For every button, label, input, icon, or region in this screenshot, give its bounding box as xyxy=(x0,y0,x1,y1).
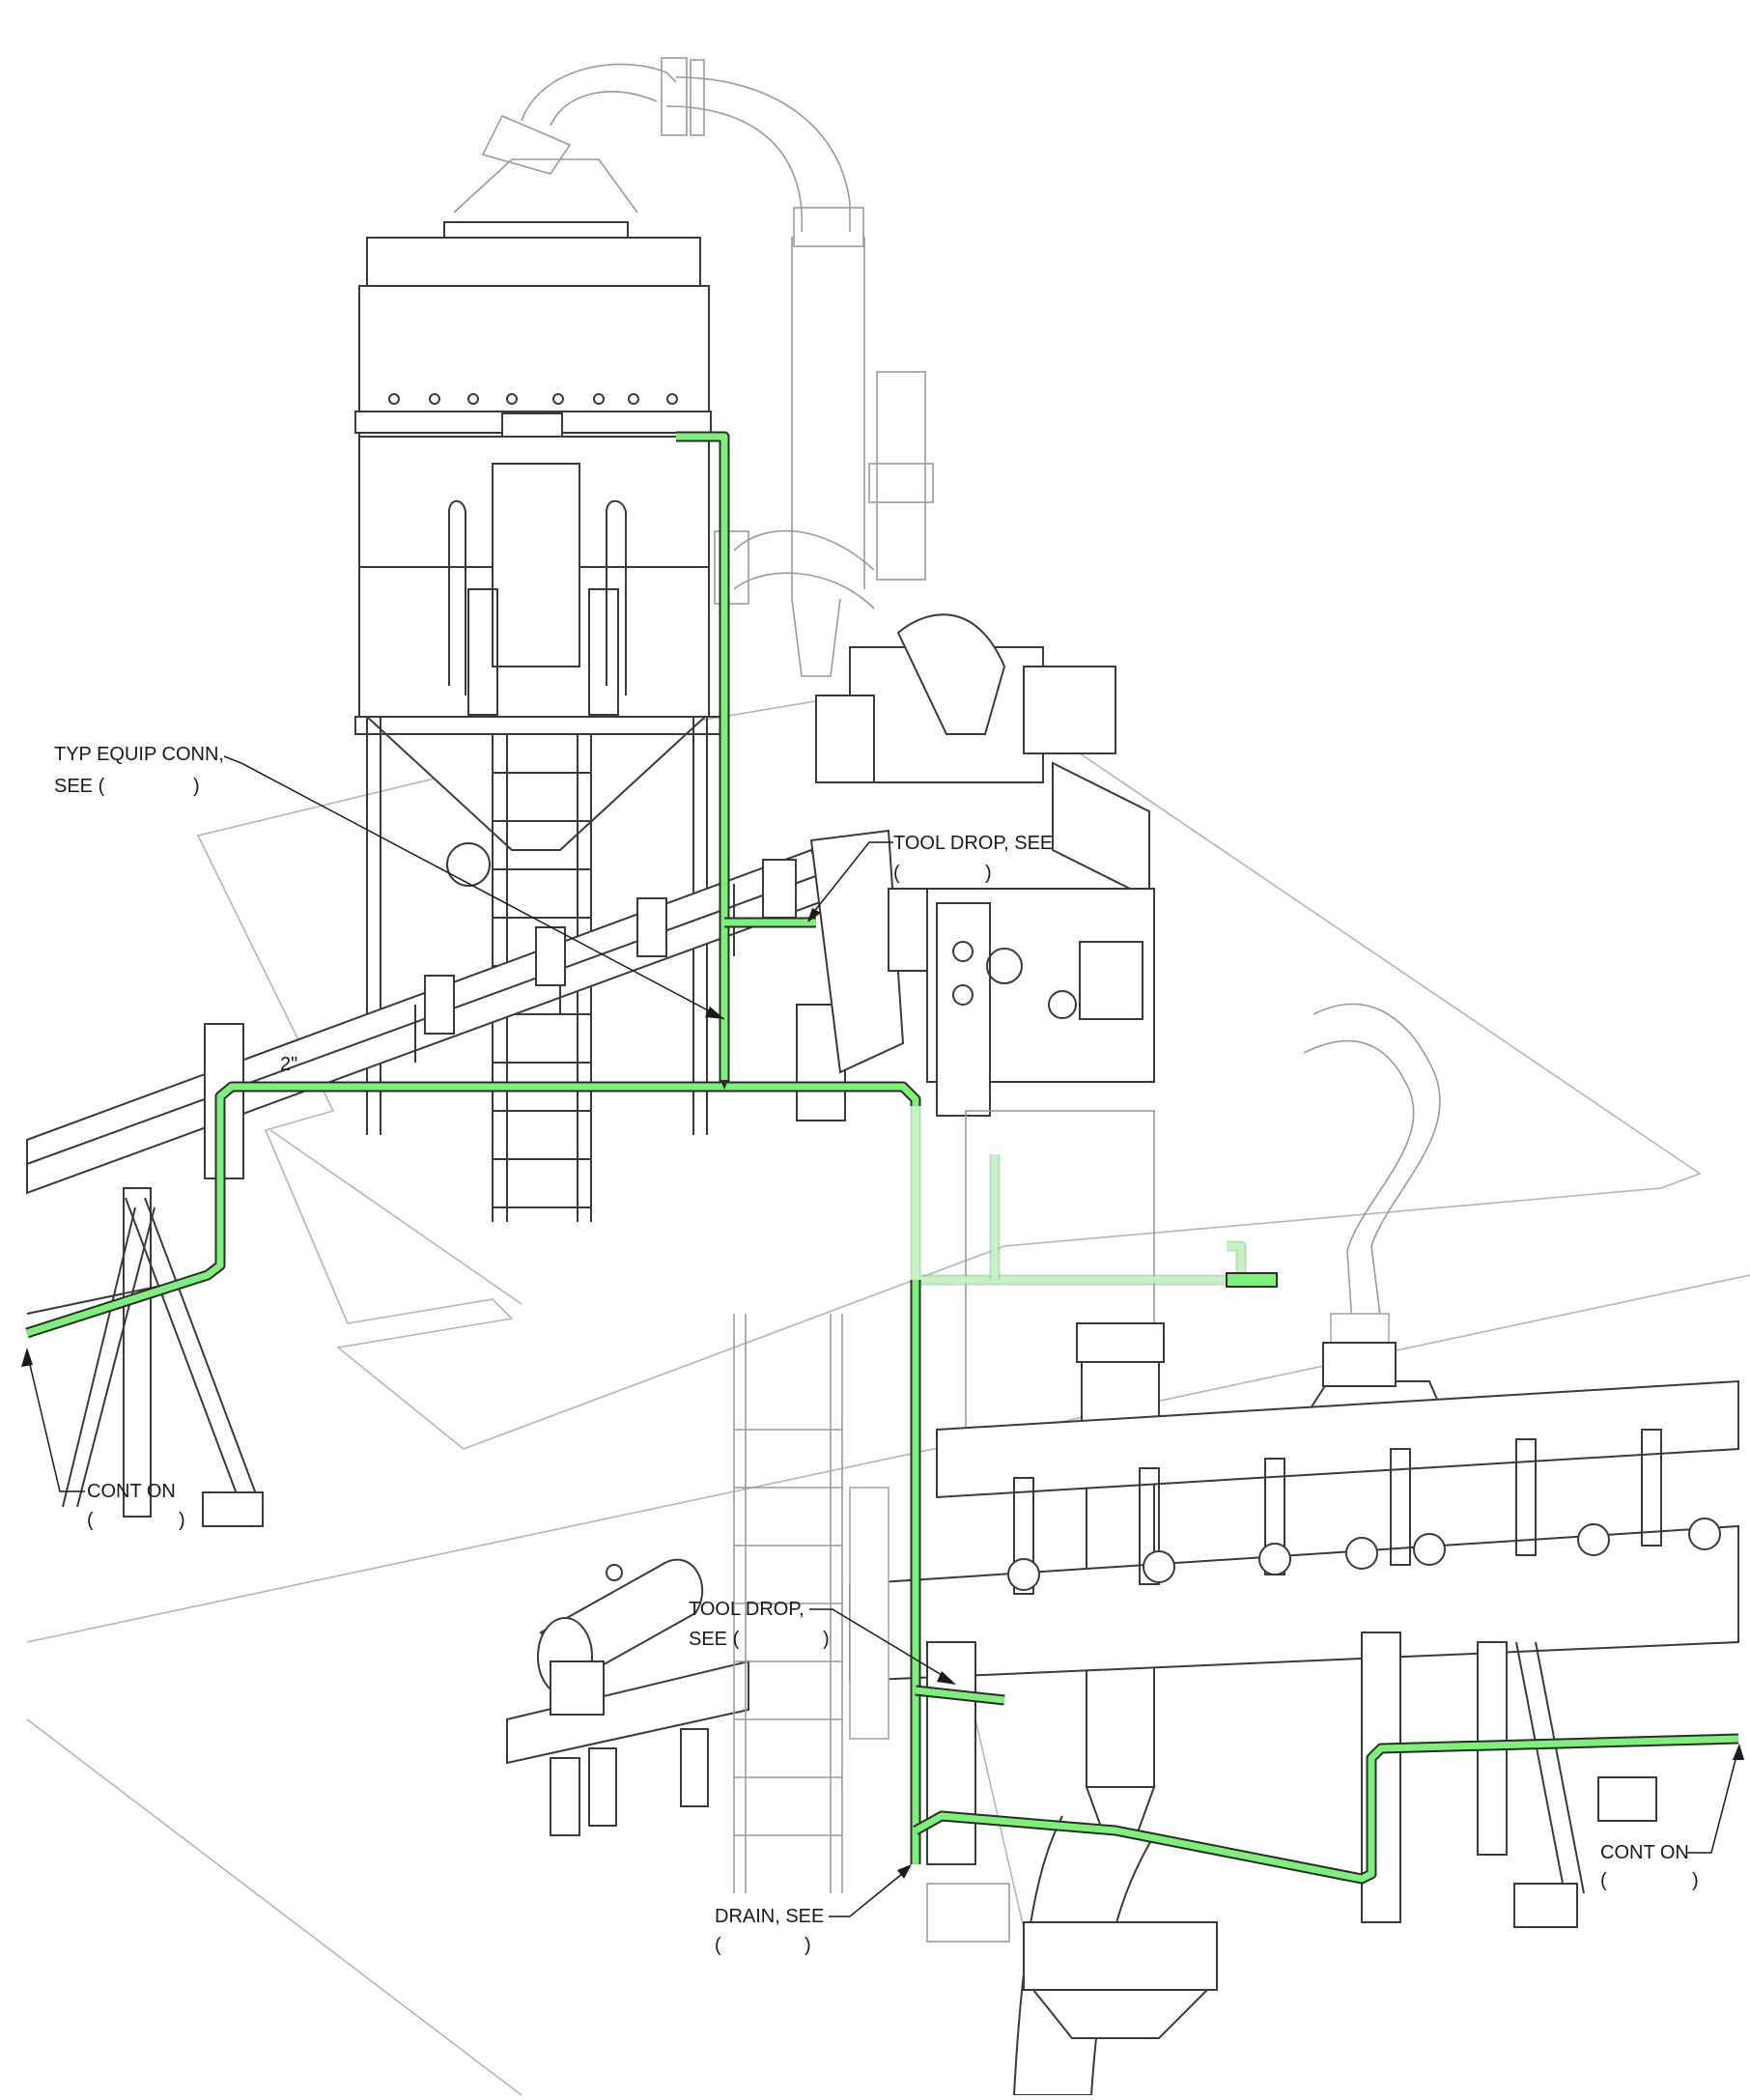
separator-machinery xyxy=(815,613,1155,1460)
pipe-size-label: 2" xyxy=(280,1054,297,1075)
arrowhead-icon xyxy=(1733,1744,1744,1760)
arrowhead-icon xyxy=(705,1007,724,1019)
right-duct xyxy=(1283,1003,1460,1450)
drum-conveyor xyxy=(506,1558,749,1836)
dust-collector xyxy=(354,221,721,1135)
duct-arch xyxy=(453,57,865,599)
tool-drop-upper-open: ( xyxy=(893,863,900,884)
callout-tool-drop-lower: TOOL DROP, SEE ( ) xyxy=(689,1599,956,1685)
tool-drop-lower-line2: SEE ( xyxy=(689,1629,740,1650)
arrowhead-icon xyxy=(807,908,821,922)
cont-on-right-open: ( xyxy=(1600,1870,1607,1891)
drain-line1: DRAIN, SEE xyxy=(715,1906,824,1927)
tool-drop-lower-line1: TOOL DROP, xyxy=(689,1599,804,1620)
tool-drop-upper-line1: TOOL DROP, SEE xyxy=(893,833,1053,854)
lower-ladder xyxy=(733,1314,976,1893)
upper-floor-outline xyxy=(196,675,1702,1450)
callout-cont-on-left: CONT ON ( ) xyxy=(21,1348,185,1531)
cont-on-right-line1: CONT ON xyxy=(1600,1842,1689,1863)
callout-tool-drop-upper: TOOL DROP, SEE ( ) xyxy=(807,833,1053,922)
cont-on-left-open: ( xyxy=(87,1510,94,1531)
callout-pipe-size: 2" xyxy=(280,1054,297,1075)
cont-on-left-line1: CONT ON xyxy=(87,1481,176,1502)
cont-on-left-close: ) xyxy=(179,1510,185,1531)
typ-equip-conn-close: ) xyxy=(193,776,200,797)
pulse-valve-row xyxy=(388,393,678,405)
drain-open: ( xyxy=(715,1935,721,1956)
arrowhead-icon xyxy=(897,1864,912,1879)
cont-on-right-close: ) xyxy=(1692,1870,1699,1891)
typ-equip-conn-line1: TYP EQUIP CONN, xyxy=(54,744,224,765)
arrowhead-icon xyxy=(937,1671,956,1685)
arrowhead-icon xyxy=(21,1348,33,1367)
upper-conveyor xyxy=(26,829,905,1195)
callout-drain: DRAIN, SEE ( ) xyxy=(715,1864,912,1956)
vent-stack xyxy=(714,371,934,677)
tool-drop-lower-close: ) xyxy=(823,1629,830,1650)
drain-close: ) xyxy=(804,1935,811,1956)
typ-equip-conn-line2: SEE ( xyxy=(54,776,105,797)
callout-cont-on-right: CONT ON ( ) xyxy=(1600,1744,1744,1891)
tool-drop-upper-close: ) xyxy=(985,863,992,884)
left-support-frame xyxy=(26,1023,264,1527)
compressed-air-piping xyxy=(25,431,1739,1885)
callout-typ-equip-conn: TYP EQUIP CONN, SEE ( ) xyxy=(54,744,725,1020)
